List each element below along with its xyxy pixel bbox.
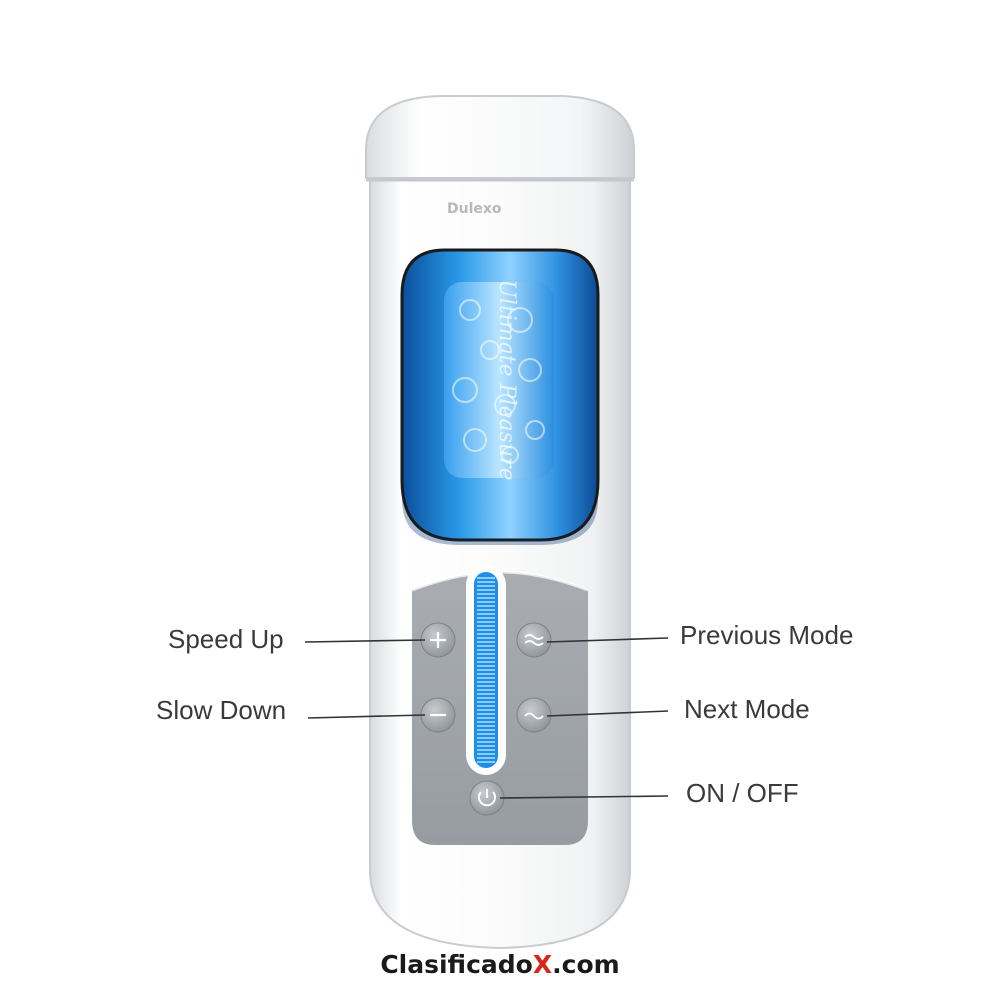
watermark-text-after: .com bbox=[552, 950, 620, 979]
speed-up-label: Speed Up bbox=[168, 624, 284, 654]
previous-mode-label: Previous Mode bbox=[680, 620, 854, 650]
device-cap bbox=[365, 95, 635, 179]
leader-on-off bbox=[499, 795, 669, 799]
brand-logo: Dulexo bbox=[447, 201, 502, 217]
on-off-label: ON / OFF bbox=[686, 778, 799, 808]
next-mode-label: Next Mode bbox=[684, 694, 810, 724]
leader-slow-down bbox=[307, 714, 426, 719]
power-button[interactable] bbox=[469, 780, 505, 816]
watermark: ClasificadoX.com bbox=[0, 950, 1000, 979]
speed-up-button[interactable] bbox=[420, 622, 456, 658]
slow-down-label: Slow Down bbox=[156, 695, 287, 725]
leader-next-mode bbox=[546, 710, 669, 717]
previous-mode-button[interactable] bbox=[516, 622, 552, 658]
leader-speed-up bbox=[304, 639, 426, 643]
slow-down-button[interactable] bbox=[420, 697, 456, 733]
plus-icon bbox=[430, 632, 446, 648]
watermark-text-before: Clasificado bbox=[380, 950, 533, 979]
power-icon bbox=[478, 789, 496, 807]
sleeve-text: Ultimate Pleasure bbox=[494, 279, 519, 480]
next-mode-button[interactable] bbox=[516, 697, 552, 733]
watermark-x: X bbox=[532, 950, 553, 979]
tilde-icon bbox=[524, 712, 544, 720]
leader-previous-mode bbox=[546, 637, 669, 643]
wave-icon bbox=[524, 634, 544, 646]
